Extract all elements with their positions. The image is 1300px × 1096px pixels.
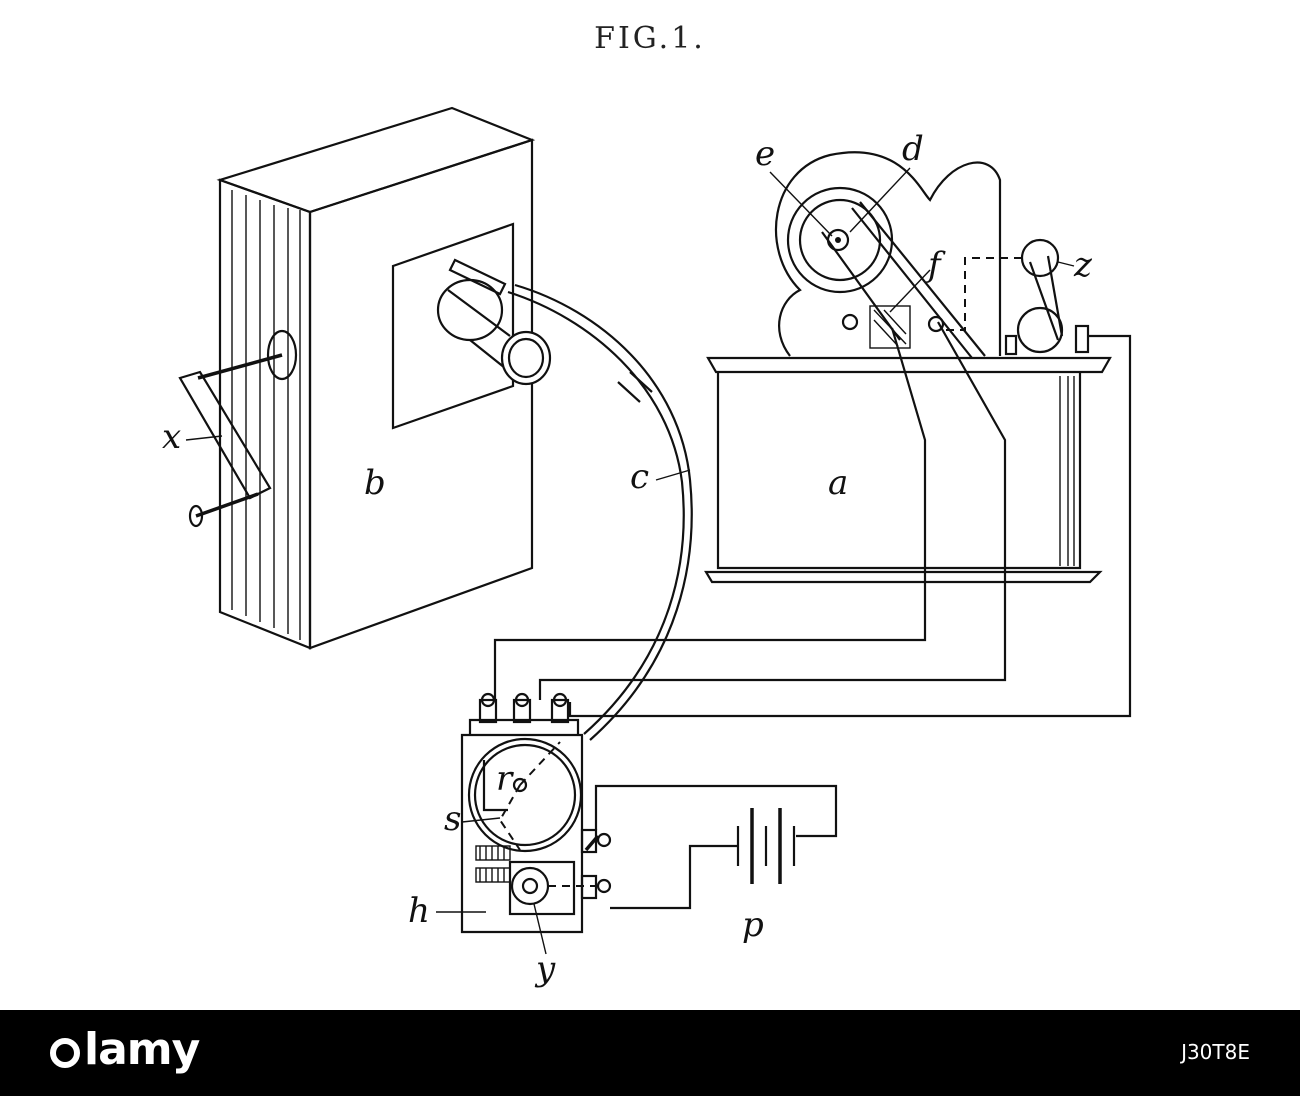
label-b: b (364, 463, 386, 503)
label-p: p (742, 905, 764, 945)
figure-title: FIG.1. (594, 21, 706, 56)
label-e: e (755, 134, 775, 174)
label-h: h (408, 891, 430, 931)
cable-c (507, 283, 693, 741)
label-s: s (444, 799, 461, 839)
label-a: a (828, 463, 848, 503)
brand-a-icon (50, 1038, 80, 1068)
patent-diagram: FIG.1. (162, 21, 1132, 989)
label-f: f (925, 245, 946, 285)
controller-box-h (460, 692, 612, 934)
brand-name: lamy (84, 1024, 200, 1075)
battery-p (594, 784, 838, 910)
brand-logo: lamy (50, 1024, 200, 1075)
label-z: z (1073, 245, 1093, 285)
label-r: r (496, 759, 514, 799)
label-x: x (162, 417, 181, 457)
label-d: d (902, 129, 924, 169)
label-c: c (630, 457, 649, 497)
image-id: J30T8E (1181, 1040, 1250, 1064)
apparatus-box-b (178, 106, 552, 650)
label-y: y (534, 949, 556, 989)
watermark-footer: lamy J30T8E (0, 1010, 1300, 1096)
machine-a (493, 151, 1132, 718)
